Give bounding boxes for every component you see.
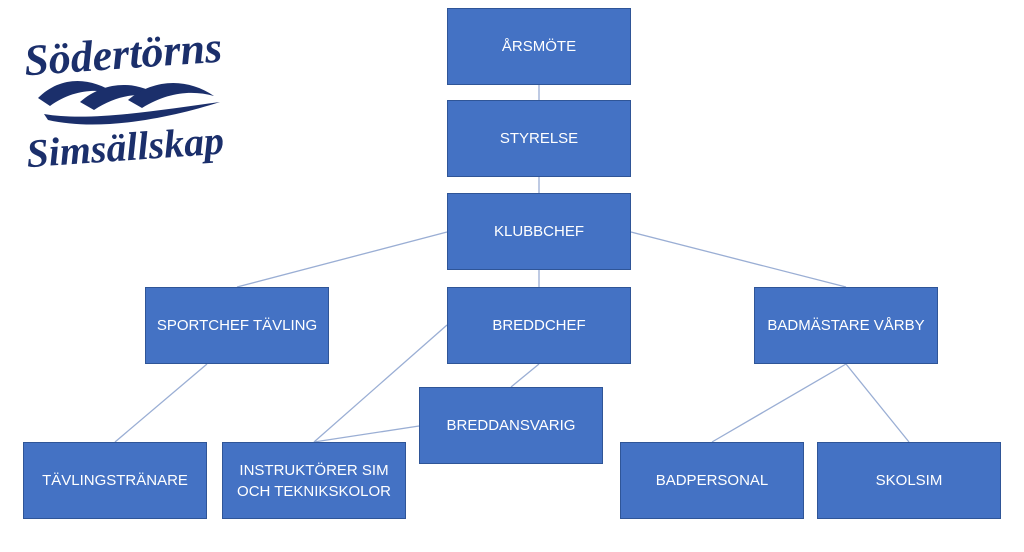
logo-text-top: Södertörns — [23, 23, 224, 86]
node-skolsim: SKOLSIM — [817, 442, 1001, 519]
node-sportchef-tavling: SPORTCHEF TÄVLING — [145, 287, 329, 364]
connector-sportchef-tavlingstranare — [114, 363, 208, 443]
connector-breddchef-instruktorer — [313, 324, 448, 443]
connector-badmastare-skolsim — [845, 363, 910, 443]
node-tavlingstranare: TÄVLINGSTRÄNARE — [23, 442, 207, 519]
node-arsmote: ÅRSMÖTE — [447, 8, 631, 85]
connector-klubbchef-badmastare — [630, 231, 847, 288]
node-breddchef: BREDDCHEF — [447, 287, 631, 364]
node-styrelse: STYRELSE — [447, 100, 631, 177]
node-klubbchef: KLUBBCHEF — [447, 193, 631, 270]
connector-klubbchef-sportchef — [236, 231, 448, 288]
node-breddansvarig: BREDDANSVARIG — [419, 387, 603, 464]
node-badmastare-varby: BADMÄSTARE VÅRBY — [754, 287, 938, 364]
connector-badmastare-badpersonal — [711, 363, 847, 443]
sodertorns-simsallskap-logo: Södertörns Simsällskap — [23, 23, 226, 170]
node-instruktorer: INSTRUKTÖRER SIM OCH TEKNIKSKOLOR — [222, 442, 406, 519]
connector-breddansvarig-instruktorer — [313, 425, 420, 443]
connector-breddchef-breddansvarig — [510, 363, 540, 388]
wave-mark-icon — [38, 80, 220, 125]
node-badpersonal: BADPERSONAL — [620, 442, 804, 519]
logo-text-bottom: Simsällskap — [25, 118, 226, 170]
